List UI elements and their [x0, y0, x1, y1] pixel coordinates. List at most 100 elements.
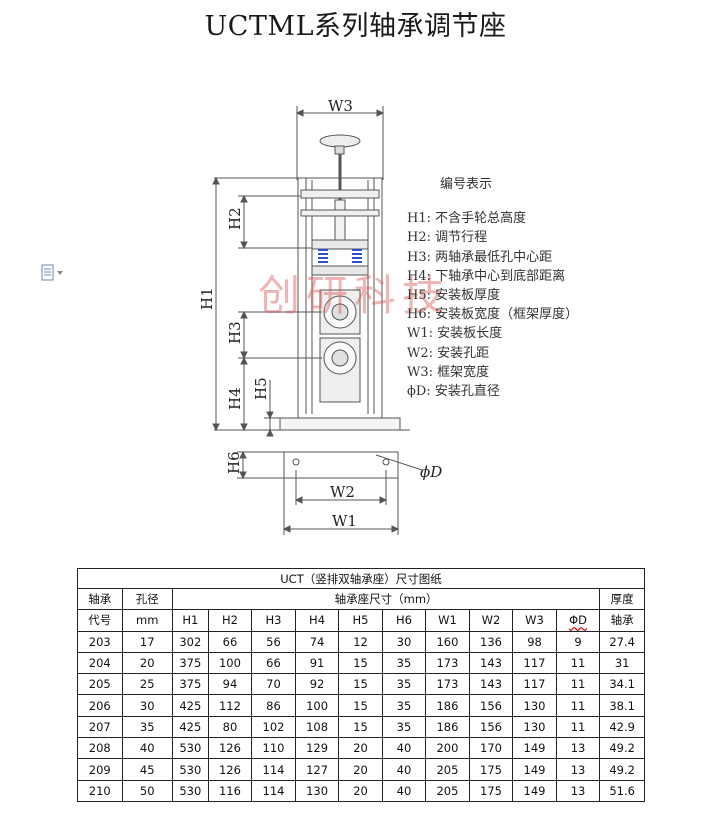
table-cell: 94: [207, 673, 253, 696]
table-cell: 74: [294, 630, 340, 653]
table-cell: 205: [425, 779, 470, 802]
table-cell: 208: [77, 737, 123, 760]
table-cell: 27.4: [599, 630, 645, 653]
subheader-h6: H6: [381, 609, 427, 632]
table-cell: 13: [555, 758, 601, 781]
table-cell: 116: [207, 779, 253, 802]
group-header-dimensions: 轴承座尺寸（mm）: [171, 587, 601, 611]
table-cell: 143: [468, 673, 514, 696]
table-cell: 30: [121, 694, 173, 717]
legend-item: H2: 调节行程: [407, 230, 488, 246]
table-cell: 173: [425, 651, 470, 675]
table-cell: 50: [121, 779, 173, 802]
table-cell: 205: [425, 758, 470, 781]
legend-item: ϕD: 安装孔直径: [407, 384, 500, 400]
subheader-h2: H2: [207, 609, 253, 632]
table-cell: 17: [121, 630, 173, 653]
table-cell: 130: [294, 779, 340, 802]
col-header-thickness-bottom: 轴承: [599, 609, 645, 632]
col-header-thickness-top: 厚度: [599, 587, 645, 611]
table-cell: 114: [251, 758, 296, 781]
table-cell: 15: [338, 694, 383, 717]
table-cell: 149: [512, 737, 557, 760]
table-cell: 114: [251, 779, 296, 802]
table-cell: 530: [171, 758, 209, 781]
base-plate: [279, 417, 401, 431]
table-cell: 302: [171, 630, 209, 653]
table-cell: 42.9: [599, 715, 645, 739]
watermark: 创研科技: [258, 271, 451, 320]
table-cell: 100: [294, 694, 340, 717]
table-cell: 11: [555, 651, 601, 675]
table-cell: 9: [555, 630, 601, 653]
label-h1: H1: [198, 287, 216, 310]
table-cell: 25: [121, 673, 173, 696]
legend-item: H4: 下轴承中心到底部距离: [407, 268, 566, 284]
label-h5: H5: [252, 377, 270, 400]
table-cell: 40: [381, 758, 427, 781]
label-h4: H4: [226, 387, 244, 410]
table-cell: 35: [381, 651, 427, 675]
label-w2: W2: [330, 483, 355, 501]
springs: [318, 249, 362, 263]
table-cell: 49.2: [599, 758, 645, 781]
table-cell: 530: [171, 737, 209, 760]
table-cell: 15: [338, 673, 383, 696]
table-cell: 175: [468, 758, 514, 781]
label-w1: W1: [332, 512, 357, 530]
handwheel: [319, 134, 361, 148]
subheader-w3: W3: [512, 609, 557, 632]
table-cell: 13: [555, 779, 601, 802]
table-cell: 20: [338, 758, 383, 781]
legend-item: W2: 安装孔距: [407, 345, 490, 361]
table-cell: 40: [381, 779, 427, 802]
document-icon[interactable]: [40, 264, 66, 282]
table-cell: 86: [251, 694, 296, 717]
subheader-phi-d: ΦD: [555, 609, 601, 632]
table-cell: 35: [381, 673, 427, 696]
table-cell: 13: [555, 737, 601, 760]
table-cell: 425: [171, 694, 209, 717]
table-cell: 130: [512, 694, 557, 717]
table-cell: 203: [77, 630, 123, 653]
table-cell: 11: [555, 673, 601, 696]
table-cell: 173: [425, 673, 470, 696]
table-cell: 12: [338, 630, 383, 653]
col-header-bore-bottom: mm: [121, 609, 173, 632]
legend-item: H1: 不含手轮总高度: [407, 211, 527, 227]
table-cell: 35: [121, 715, 173, 739]
table-cell: 130: [512, 715, 557, 739]
table-cell: 45: [121, 758, 173, 781]
table-cell: 210: [77, 779, 123, 802]
table-cell: 156: [468, 715, 514, 739]
legend-item: W3: 框架宽度: [407, 364, 490, 380]
table-caption: UCT（竖排双轴承座）尺寸图纸: [77, 568, 645, 589]
table-cell: 126: [207, 737, 253, 760]
table-cell: 170: [468, 737, 514, 760]
table-cell: 49.2: [599, 737, 645, 760]
table-cell: 51.6: [599, 779, 645, 802]
table-cell: 143: [468, 651, 514, 675]
table-cell: 175: [468, 779, 514, 802]
table-cell: 110: [251, 737, 296, 760]
table-cell: 102: [251, 715, 296, 739]
page-title: UCTML系列轴承调节座: [204, 11, 507, 42]
table-cell: 186: [425, 715, 470, 739]
legend-item: W1: 安装板长度: [407, 326, 503, 342]
table-cell: 100: [207, 651, 253, 675]
table-cell: 20: [338, 737, 383, 760]
table-cell: 92: [294, 673, 340, 696]
table-cell: 31: [599, 651, 645, 675]
legend-item: H5: 安装板厚度: [407, 288, 501, 304]
table-cell: 156: [468, 694, 514, 717]
label-w3: W3: [328, 97, 353, 115]
subheader-h1: H1: [171, 609, 209, 632]
table-cell: 209: [77, 758, 123, 781]
table-cell: 206: [77, 694, 123, 717]
